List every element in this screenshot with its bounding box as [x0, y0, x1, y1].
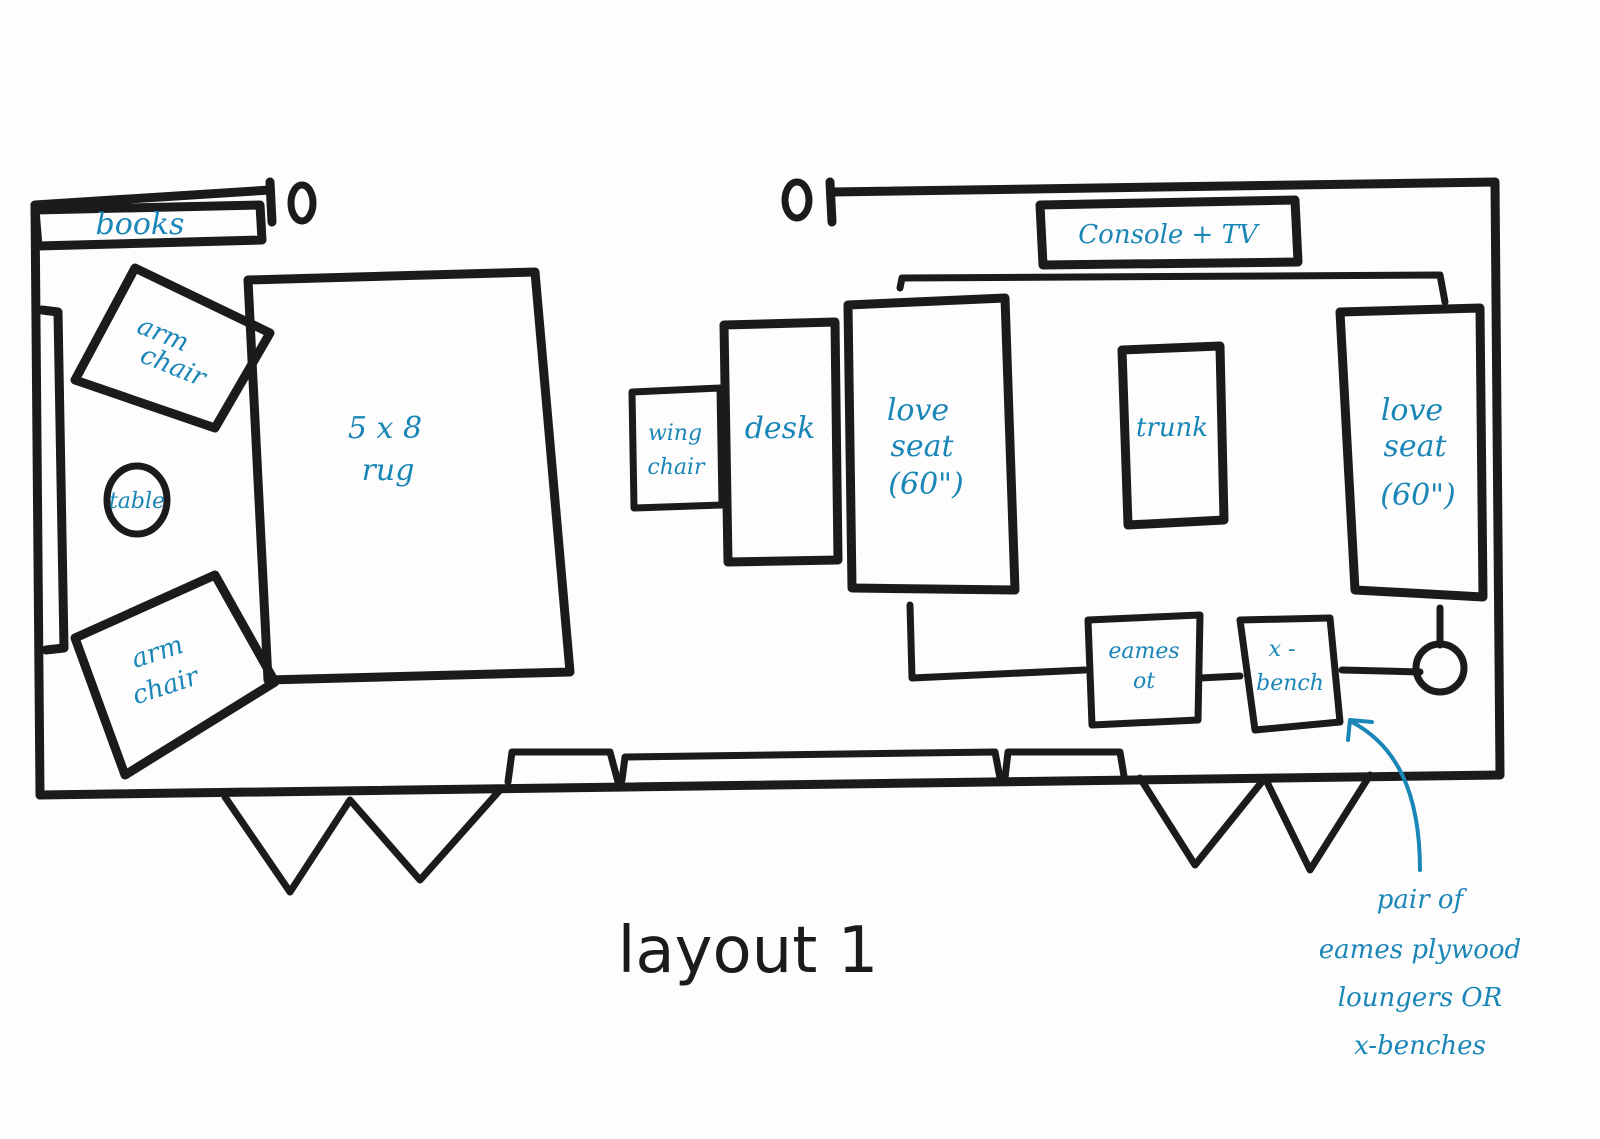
rug-label-2: rug — [362, 453, 415, 488]
love-seat-right: love seat (60") — [1335, 303, 1488, 602]
wing-chair: wing chair — [628, 384, 726, 512]
arm-chair-bottom: arm chair — [70, 570, 280, 780]
rug: 5 x 8 rug — [243, 267, 575, 685]
annotation-line-1: pair of — [1377, 885, 1468, 915]
annotation-line-4: x-benches — [1354, 1031, 1486, 1061]
room-walls — [30, 177, 1505, 800]
annotation-note: pair of eames plywood loungers OR x-benc… — [1319, 885, 1521, 1061]
x-bench-label-1: x - — [1269, 637, 1296, 662]
annotation-line-2: eames plywood — [1319, 935, 1521, 965]
bay-windows — [221, 771, 1374, 896]
annotation-line-3: loungers OR — [1338, 983, 1502, 1013]
bottom-window-boxes — [504, 748, 1128, 786]
love-seat-left-label-3: (60") — [888, 467, 963, 502]
x-bench: x - bench — [1236, 614, 1344, 734]
page-title: layout 1 — [618, 914, 879, 988]
eames-ottoman-label-1: eames — [1108, 639, 1179, 664]
side-table: table — [103, 462, 171, 538]
desk: desk — [719, 317, 843, 567]
love-seat-right-label-3: (60") — [1380, 478, 1455, 513]
floor-lamp-icon — [1412, 640, 1468, 696]
wing-chair-label-1: wing — [648, 421, 702, 446]
rug-label-1: 5 x 8 — [348, 411, 422, 446]
eames-ottoman: eames ot — [1084, 611, 1204, 729]
wing-chair-label-2: chair — [647, 455, 706, 480]
x-bench-label-2: bench — [1256, 671, 1324, 696]
lamp-connections — [906, 601, 1468, 696]
love-seat-left: love seat (60") — [843, 293, 1020, 595]
annotation-arrow — [1346, 718, 1422, 872]
trunk-label: trunk — [1136, 413, 1208, 443]
love-seat-right-label-1: love — [1381, 393, 1443, 428]
arm-chair-top: arm chair — [70, 263, 275, 433]
love-seat-right-label-2: seat — [1383, 429, 1447, 464]
seating-back-line — [896, 271, 1449, 306]
books-label: books — [96, 207, 185, 242]
love-seat-left-label-2: seat — [890, 429, 954, 464]
desk-label: desk — [745, 411, 816, 446]
eames-ottoman-label-2: ot — [1133, 669, 1155, 694]
console-tv-label: Console + TV — [1078, 220, 1260, 250]
love-seat-left-label-1: love — [887, 393, 949, 428]
table-label: table — [109, 489, 165, 514]
console-tv: Console + TV — [1035, 195, 1303, 270]
books-shelf: books — [30, 200, 267, 251]
trunk: trunk — [1117, 341, 1229, 530]
left-wall-bench — [37, 305, 69, 655]
